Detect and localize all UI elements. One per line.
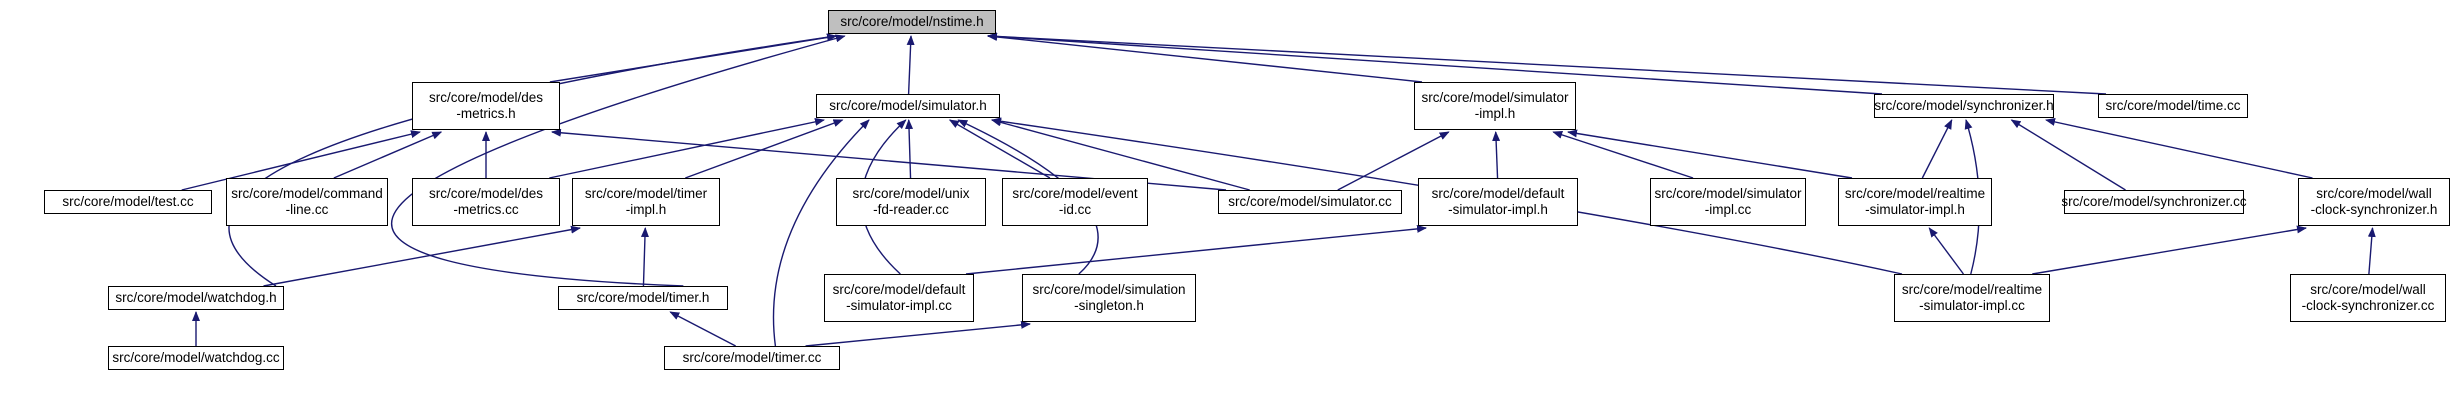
node-event-id-cc[interactable]: src/core/model/event -id.cc [1002, 178, 1148, 226]
edge-n17-to-n4 [2045, 118, 2313, 179]
edge-n12-to-n3 [1337, 131, 1450, 191]
edge-n5-to-n0 [987, 32, 2107, 95]
edge-n7-to-n1 [333, 131, 443, 179]
node-simulator-impl-h[interactable]: src/core/model/simulator -impl.h [1414, 82, 1576, 130]
node-default-simulator-impl-cc[interactable]: src/core/model/default -simulator-impl.c… [824, 274, 974, 322]
edge-n22-to-n15 [1928, 227, 1965, 275]
edge-n8-to-n2 [549, 117, 825, 179]
node-command-line-cc[interactable]: src/core/model/command -line.cc [226, 178, 388, 226]
edge-n18-to-n9 [263, 225, 581, 287]
edge-n19-to-n9 [640, 227, 649, 287]
node-simulator-h[interactable]: src/core/model/simulator.h [816, 94, 1000, 118]
edge-n6-to-n1 [181, 130, 421, 191]
edge-n13-to-n3 [1492, 131, 1501, 179]
edge-n20-to-n13 [965, 224, 1427, 275]
node-default-simulator-impl-h[interactable]: src/core/model/default -simulator-impl.h [1418, 178, 1578, 226]
node-nstime-h[interactable]: src/core/model/nstime.h [828, 10, 996, 34]
edge-n11-to-n2 [948, 119, 1051, 179]
edge-n3-to-n0 [987, 32, 1423, 83]
edge-n18-to-n0 [228, 33, 837, 287]
edge-n2-to-n0 [906, 35, 915, 95]
node-watchdog-h[interactable]: src/core/model/watchdog.h [108, 286, 284, 310]
node-simulator-cc[interactable]: src/core/model/simulator.cc [1218, 190, 1402, 214]
edge-n14-to-n3 [1552, 131, 1694, 179]
node-synchronizer-cc[interactable]: src/core/model/synchronizer.cc [2061, 190, 2247, 214]
edge-n16-to-n4 [2010, 119, 2126, 191]
node-simulator-impl-cc[interactable]: src/core/model/simulator -impl.cc [1650, 178, 1806, 226]
node-timer-cc[interactable]: src/core/model/timer.cc [664, 346, 840, 370]
node-wall-clock-synchronizer-cc[interactable]: src/core/model/wall -clock-synchronizer.… [2290, 274, 2446, 322]
node-unix-fd-reader-cc[interactable]: src/core/model/unix -fd-reader.cc [836, 178, 986, 226]
node-wall-clock-synchronizer-h[interactable]: src/core/model/wall -clock-synchronizer.… [2298, 178, 2450, 226]
edge-n22-to-n17 [2032, 225, 2307, 275]
node-test-cc[interactable]: src/core/model/test.cc [44, 190, 212, 214]
edge-n19-to-n0 [390, 34, 846, 287]
edge-n10-to-n2 [905, 119, 914, 179]
node-des-metrics-cc[interactable]: src/core/model/des -metrics.cc [412, 178, 560, 226]
node-synchronizer-h[interactable]: src/core/model/synchronizer.h [1874, 94, 2054, 118]
edge-n25-to-n2 [772, 119, 870, 347]
edge-n12-to-n2 [991, 118, 1250, 191]
node-timer-impl-h[interactable]: src/core/model/timer -impl.h [572, 178, 720, 226]
node-timer-h[interactable]: src/core/model/timer.h [558, 286, 728, 310]
node-watchdog-cc[interactable]: src/core/model/watchdog.cc [108, 346, 284, 370]
node-realtime-simulator-impl-cc[interactable]: src/core/model/realtime -simulator-impl.… [1894, 274, 2050, 322]
node-simulation-singleton-h[interactable]: src/core/model/simulation -singleton.h [1022, 274, 1196, 322]
node-time-cc[interactable]: src/core/model/time.cc [2098, 94, 2248, 118]
edge-n4-to-n0 [987, 32, 1883, 95]
edge-n15-to-n3 [1567, 129, 1853, 179]
edge-n25-to-n19 [669, 311, 736, 347]
edge-n15-to-n4 [1921, 119, 1953, 179]
node-des-metrics-h[interactable]: src/core/model/des -metrics.h [412, 82, 560, 130]
node-realtime-simulator-impl-h[interactable]: src/core/model/realtime -simulator-impl.… [1838, 178, 1992, 226]
edge-n25-to-n21 [805, 320, 1031, 347]
edge-n9-to-n2 [685, 119, 844, 179]
edge-n23-to-n17 [2367, 227, 2376, 275]
